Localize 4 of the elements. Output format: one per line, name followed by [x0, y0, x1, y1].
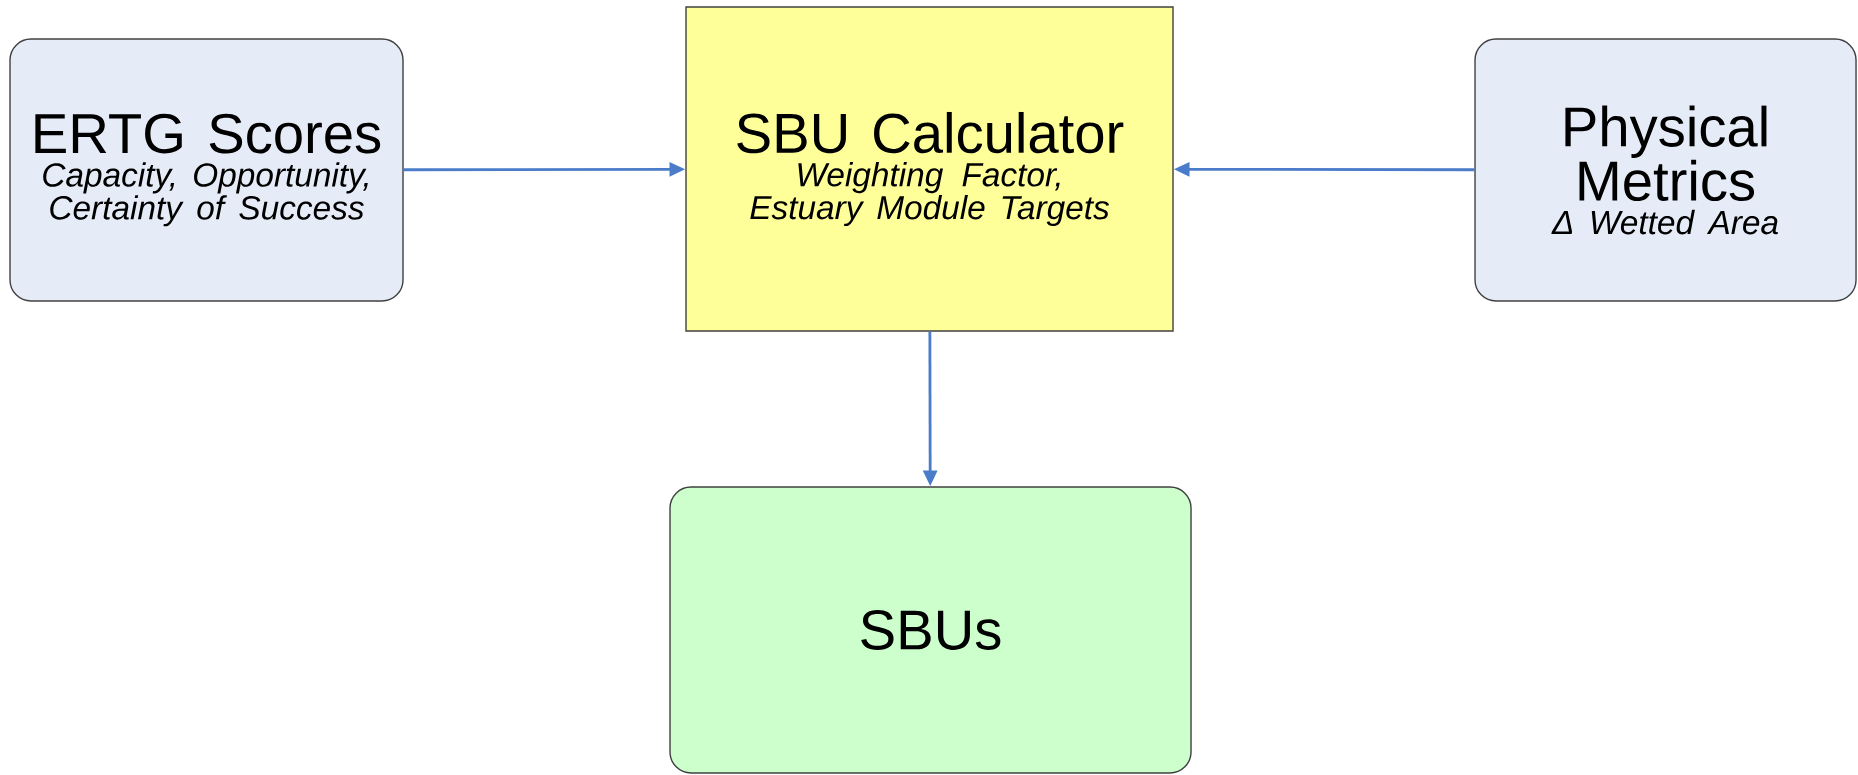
process-box: Physical Metrics Δ Wetted Area	[1474, 38, 1857, 302]
process-box: SBUs	[669, 486, 1192, 774]
process-box: SBU Calculator Weighting Factor, Estuary Module Targets	[685, 6, 1174, 332]
process-box: ERTG Scores Capacity, Opportunity, Certainty of Success	[9, 38, 404, 302]
